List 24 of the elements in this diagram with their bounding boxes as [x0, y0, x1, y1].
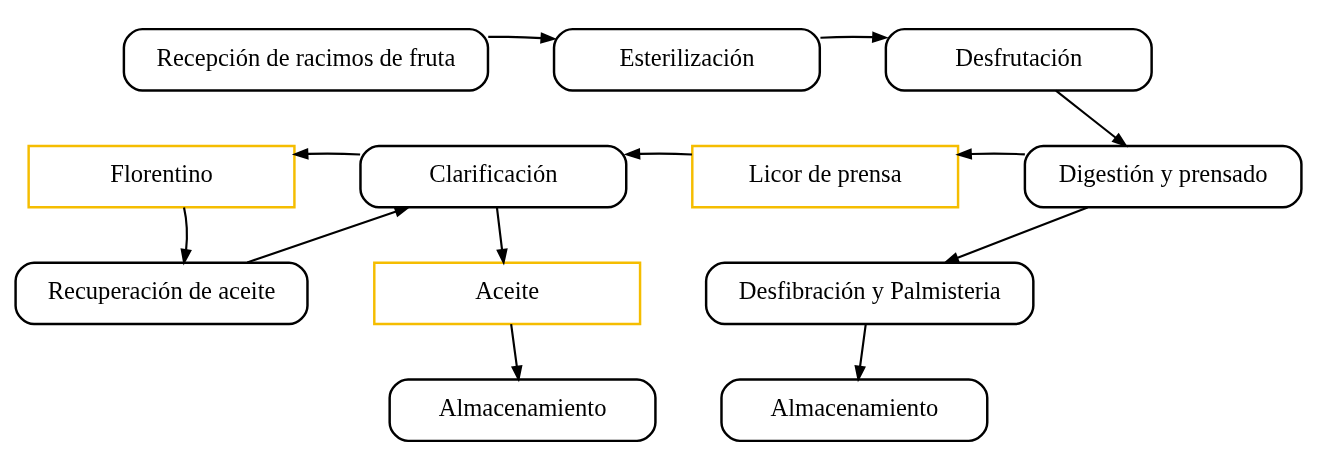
arrow: [246, 206, 411, 264]
arrow: [488, 32, 558, 44]
node-box: Digestión y prensado: [1023, 144, 1303, 209]
node-box: Recuperación de aceite: [14, 261, 309, 326]
node-box: Almacenamiento: [720, 378, 989, 443]
arrow: [291, 148, 361, 160]
node-box: Desfrutación: [884, 27, 1153, 92]
node-box: Almacenamiento: [388, 378, 657, 443]
node-box: Esterilización: [552, 27, 822, 92]
arrow: [820, 31, 889, 43]
arrow: [942, 206, 1088, 264]
node-box: Licor de prensa: [691, 144, 960, 209]
arrow: [623, 148, 692, 160]
arrow: [180, 207, 192, 266]
arrow: [510, 324, 523, 383]
node-box: Desfibración y Palmisteria: [704, 261, 1035, 326]
arrow: [1055, 89, 1129, 148]
node-box: Aceite: [373, 261, 642, 326]
arrow: [854, 324, 867, 383]
node-box: Recepción de racimos de fruta: [122, 27, 490, 92]
node-box: Clarificación: [359, 144, 628, 209]
node-box: Florentino: [27, 144, 296, 209]
arrow: [955, 148, 1025, 160]
arrow: [495, 207, 508, 266]
